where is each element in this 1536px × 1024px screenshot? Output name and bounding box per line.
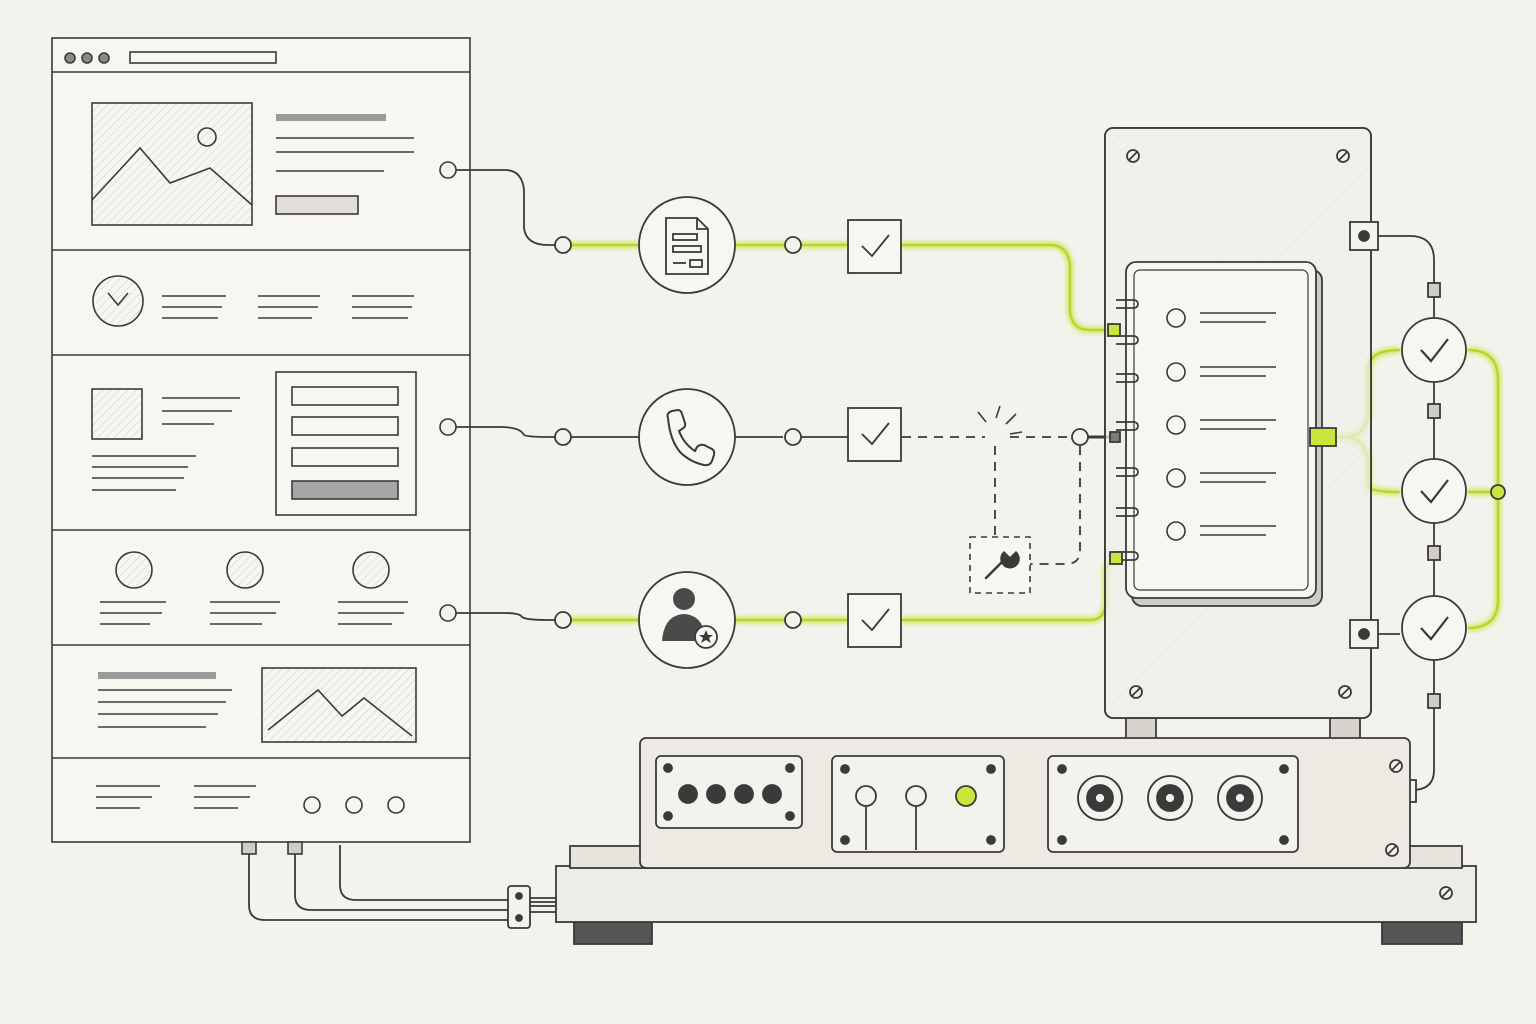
connector-node[interactable] [554,428,572,446]
hero-image-placeholder [91,102,253,226]
checklist-item-radio[interactable] [1166,468,1186,488]
panel-three-leds [831,755,1005,853]
lane-nodes [554,236,802,629]
webpage-port[interactable] [439,161,457,179]
connector-node[interactable] [1071,428,1089,446]
phone-icon [666,408,716,467]
output-check[interactable] [1401,458,1467,524]
hero-section [91,102,414,226]
screw-icon [1336,149,1350,163]
user-star-icon [662,588,718,649]
repair-box[interactable] [969,536,1031,594]
document-icon [665,217,709,275]
team-section [100,551,408,625]
indicator-led[interactable] [855,785,877,850]
address-bar [129,51,277,64]
gallery-section [98,667,417,743]
break-spark-icon [977,405,1023,435]
connector-node[interactable] [784,611,802,629]
base-machine [507,737,1477,945]
coax-connector[interactable] [1077,775,1123,821]
cable-clamp [507,885,531,929]
broken-link [902,436,1081,565]
jack-connector[interactable] [678,784,698,804]
wrench-icon [984,550,1020,580]
screw-icon [1126,149,1140,163]
screw-icon [1385,843,1399,857]
jack-connector[interactable] [706,784,726,804]
footer-section [96,785,405,814]
checklist-item-radio[interactable] [1166,415,1186,435]
lane-checks [847,219,902,648]
checkmark-icon [861,608,890,632]
testimonial-section [92,275,414,327]
avatar [92,275,144,327]
output-check[interactable] [1401,317,1467,383]
webpage-port[interactable] [439,418,457,436]
lane-user[interactable] [638,571,736,669]
coax-connector[interactable] [1147,775,1193,821]
jack-connector[interactable] [734,784,754,804]
screw-icon [1338,685,1352,699]
screw-icon [1129,685,1143,699]
lane-document[interactable] [638,196,736,294]
output-check[interactable] [1401,595,1467,661]
checkmark-icon [1420,479,1449,504]
wireframe-webpage [51,37,471,855]
checklist-item-radio[interactable] [1166,362,1186,382]
feature-form-section [91,371,417,516]
screw-icon [1389,759,1403,773]
checklist-rows [1166,308,1276,541]
window-dot-icon [81,52,93,64]
checkmark-icon [861,422,890,446]
lane-phone[interactable] [638,388,736,486]
checkmark-icon [861,234,890,258]
binder-rings [1116,299,1139,561]
window-dot-icon [98,52,110,64]
indicator-led[interactable] [905,785,927,850]
window-dot-icon [64,52,76,64]
coax-connector[interactable] [1217,775,1263,821]
connector-node[interactable] [784,428,802,446]
browser-toolbar [52,51,470,73]
checkmark-icon [1420,616,1449,641]
jack-connector[interactable] [762,784,782,804]
form-placeholder [275,371,417,516]
connector-node[interactable] [554,236,572,254]
connector-node[interactable] [784,236,802,254]
panel-four-jacks [655,755,803,829]
output-checks [1395,282,1506,803]
check-box[interactable] [847,593,902,648]
webpage-port[interactable] [439,604,457,622]
hero-button-placeholder [275,195,359,215]
checklist-item-radio[interactable] [1166,308,1186,328]
panel-three-coax [1047,755,1299,853]
server-cabinet [1104,127,1379,741]
checklist-item-radio[interactable] [1166,521,1186,541]
checklist-panel [1125,261,1323,607]
checkmark-icon [1420,338,1449,363]
check-box[interactable] [847,407,902,462]
indicator-led-active[interactable] [955,785,977,807]
connector-node[interactable] [554,611,572,629]
check-box[interactable] [847,219,902,274]
connector-node[interactable] [1490,484,1506,500]
screw-icon [1439,886,1453,900]
